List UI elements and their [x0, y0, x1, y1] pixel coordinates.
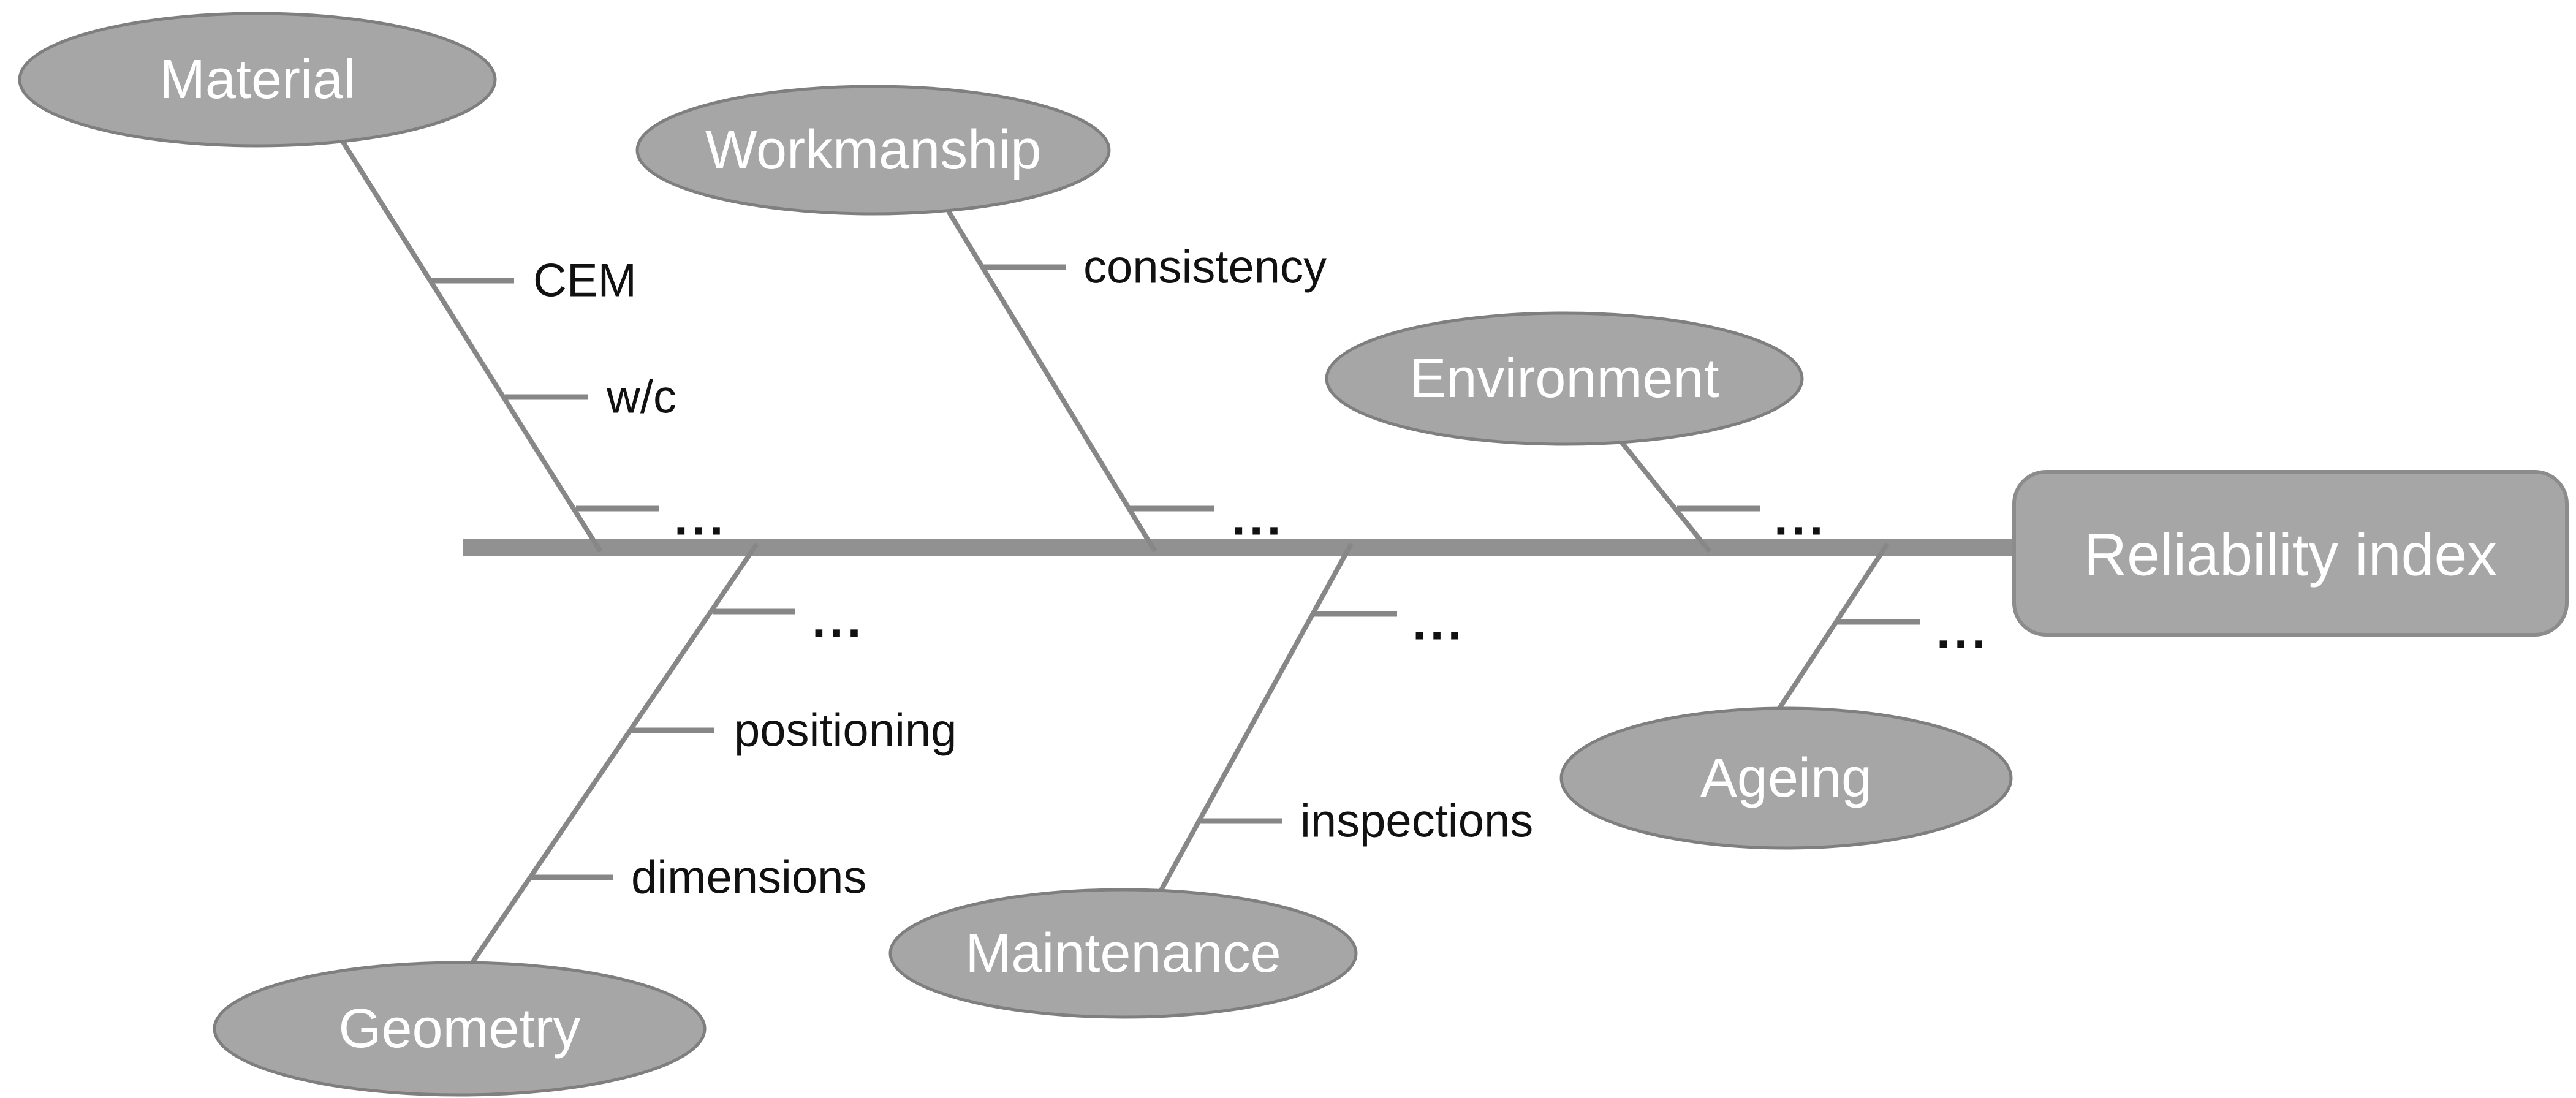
maintenance-cause-label: ... [1412, 595, 1465, 651]
ageing-label: Ageing [1700, 748, 1872, 809]
maintenance-ellipse [888, 888, 1358, 1019]
environment-label: Environment [1409, 348, 1719, 409]
material-label: Material [159, 49, 355, 110]
environment-ellipse [1325, 311, 1804, 446]
branch-geometry: ... positioning dimensions Geometry [213, 542, 957, 1097]
geometry-cause-label: ... [812, 593, 865, 648]
workmanship-ellipse [635, 85, 1111, 216]
material-cause-label: CEM [533, 255, 637, 307]
workmanship-cause-label: ... [1232, 490, 1284, 546]
maintenance-label: Maintenance [965, 923, 1281, 984]
environment-branch-line [1618, 439, 1712, 553]
geometry-cause-label: dimensions [631, 852, 866, 904]
maintenance-cause-label: inspections [1300, 795, 1533, 847]
material-cause-label: ... [674, 490, 727, 546]
effect-label: Reliability index [2084, 521, 2497, 588]
branch-maintenance: ... inspections Maintenance [888, 543, 1533, 1019]
geometry-ellipse [213, 961, 707, 1097]
ageing-branch-line [1775, 542, 1890, 714]
branch-ageing: ... Ageing [1559, 542, 2013, 850]
branch-material: CEM w/c ... Material [18, 12, 727, 553]
effect-node: Reliability index [2012, 470, 2569, 637]
geometry-label: Geometry [338, 998, 580, 1059]
effect-box [2012, 470, 2569, 637]
workmanship-label: Workmanship [705, 119, 1042, 181]
material-cause-label: w/c [606, 371, 676, 423]
workmanship-cause-label: consistency [1083, 241, 1327, 293]
geometry-cause-label: positioning [734, 705, 957, 757]
ageing-cause-label: ... [1936, 604, 1989, 659]
branch-workmanship: consistency ... Workmanship [635, 85, 1327, 553]
material-branch-line [341, 140, 603, 553]
material-ellipse [18, 12, 497, 148]
branch-environment: ... Environment [1325, 311, 1827, 553]
environment-cause-label: ... [1774, 490, 1827, 546]
geometry-branch-line [468, 542, 759, 967]
maintenance-branch-line [1157, 543, 1354, 895]
ageing-ellipse [1559, 706, 2013, 850]
